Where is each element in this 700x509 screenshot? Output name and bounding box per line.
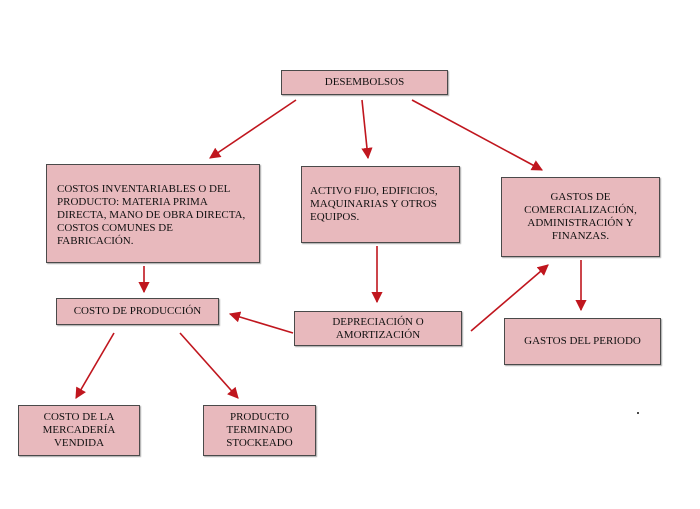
arrow-desembolsos-to-activo-fijo: [361, 99, 373, 160]
node-gastos-periodo: GASTOS DEL PERIODO: [504, 318, 661, 365]
node-costos-inventariables: COSTOS INVENTARIABLES O DEL PRODUCTO: MA…: [46, 164, 260, 263]
node-costo-produccion: COSTO DE PRODUCCIÓN: [56, 298, 219, 325]
node-gastos-periodo-label: GASTOS DEL PERIODO: [524, 335, 641, 347]
node-costo-produccion-label: COSTO DE PRODUCCIÓN: [73, 305, 202, 317]
node-producto-terminado-label: PRODUCTO TERMINADO STOCKEADO: [226, 411, 293, 449]
node-activo-fijo: ACTIVO FIJO, EDIFICIOS, MAQUINARIAS Y OT…: [301, 166, 460, 243]
arrow-depreciacion-to-costo-produccion: [228, 311, 294, 334]
arrow-costo-produccion-to-costo-mercaderia: [75, 332, 115, 399]
node-gastos-comercializacion: GASTOS DE COMERCIALIZACIÓN, ADMINISTRACI…: [501, 177, 660, 257]
node-costo-mercaderia: COSTO DE LA MERCADERÍA VENDIDA: [18, 405, 140, 456]
node-costo-mercaderia-label: COSTO DE LA MERCADERÍA VENDIDA: [42, 411, 116, 449]
stray-dot: [637, 412, 639, 414]
node-desembolsos-label: DESEMBOLSOS: [324, 76, 405, 88]
node-producto-terminado: PRODUCTO TERMINADO STOCKEADO: [203, 405, 316, 456]
node-activo-fijo-label: ACTIVO FIJO, EDIFICIOS, MAQUINARIAS Y OT…: [310, 185, 438, 223]
node-desembolsos: DESEMBOLSOS: [281, 70, 448, 95]
node-costos-inventariables-label: COSTOS INVENTARIABLES O DEL PRODUCTO: MA…: [57, 183, 246, 247]
arrow-costo-produccion-to-producto-terminado: [179, 332, 239, 399]
node-depreciacion-label: DEPRECIACIÓN O AMORTIZACIÓN: [332, 315, 424, 341]
arrow-desembolsos-to-gastos-comercializacion: [411, 99, 543, 171]
node-gastos-comercializacion-label: GASTOS DE COMERCIALIZACIÓN, ADMINISTRACI…: [524, 191, 637, 242]
node-depreciacion: DEPRECIACIÓN O AMORTIZACIÓN: [294, 311, 462, 346]
arrow-desembolsos-to-costos-inventariables: [209, 99, 297, 159]
arrow-depreciacion-to-gastos-comercializacion: [470, 264, 549, 332]
